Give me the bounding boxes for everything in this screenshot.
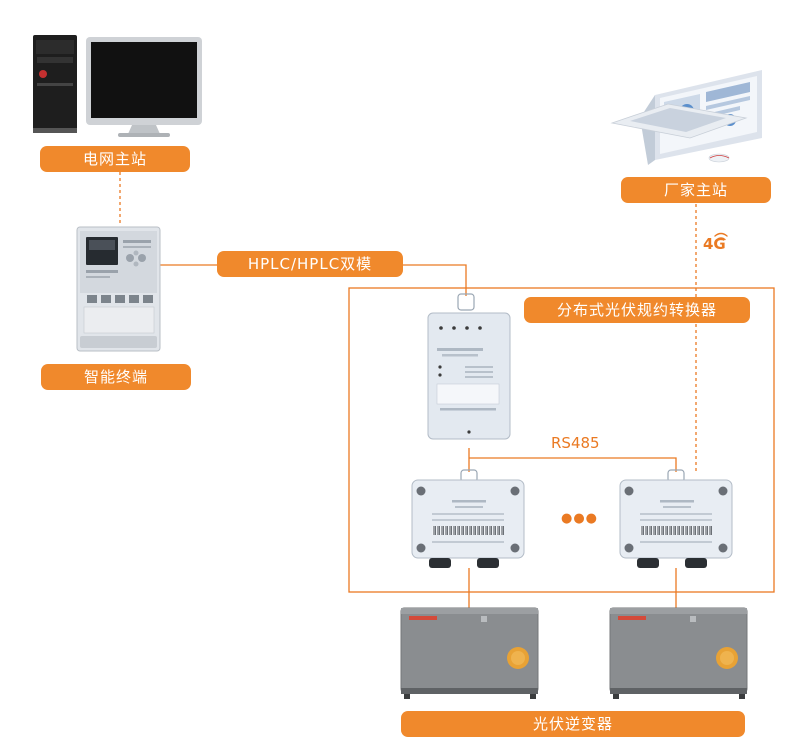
wifi-signal-icon bbox=[714, 232, 728, 241]
converter-label: 分布式光伏规约转换器 bbox=[524, 297, 750, 323]
smart-meter-icon bbox=[76, 226, 161, 352]
rs485-label: RS485 bbox=[551, 434, 600, 452]
hplc-label: HPLC/HPLC双模 bbox=[217, 251, 403, 277]
converter-boundary bbox=[348, 287, 775, 593]
interface-module-icon bbox=[411, 469, 525, 568]
inverter-icon bbox=[400, 607, 539, 699]
smart-terminal-label: 智能终端 bbox=[41, 364, 191, 390]
laptop-dashboard-icon bbox=[610, 70, 762, 165]
interface-module-icon bbox=[619, 469, 733, 568]
module-ellipsis: ●●● bbox=[561, 511, 599, 526]
rs485-bus-top bbox=[469, 457, 677, 472]
inverter-label: 光伏逆变器 bbox=[401, 711, 745, 737]
network-4g-label: 4G bbox=[703, 235, 726, 253]
vendor-master-label: 厂家主站 bbox=[621, 177, 771, 203]
grid-master-label: 电网主站 bbox=[40, 146, 190, 172]
inverter-icon bbox=[609, 607, 748, 699]
desktop-pc-icon bbox=[33, 35, 202, 137]
converter-device-icon bbox=[427, 293, 511, 440]
